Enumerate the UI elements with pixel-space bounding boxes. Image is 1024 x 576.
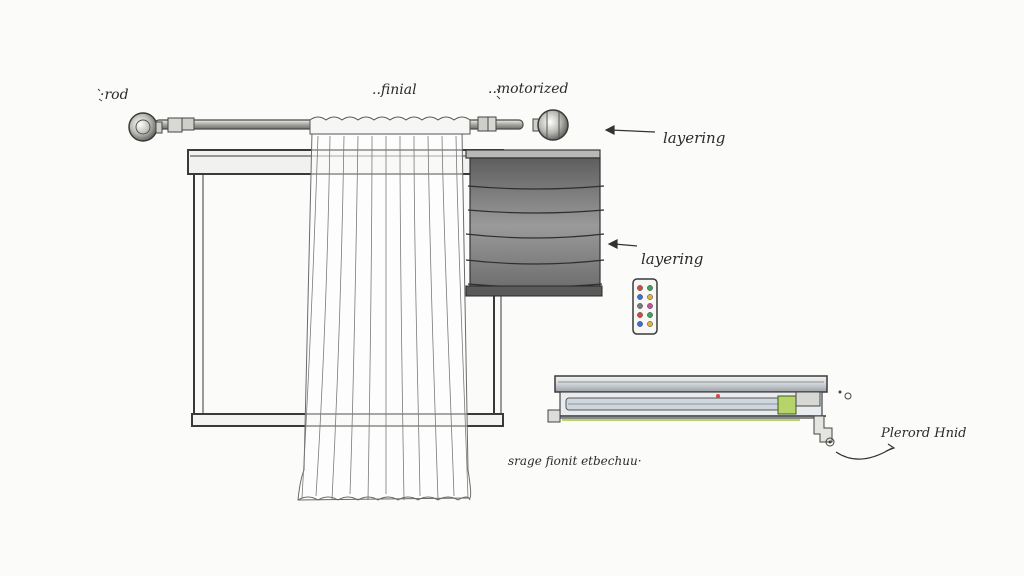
label-finial: ..finial (372, 82, 417, 98)
left-finial (128, 112, 163, 142)
remote-button (637, 294, 643, 300)
motorized-track (547, 375, 852, 447)
remote-control (632, 278, 658, 335)
label-motor-note: srage fionit etbechuu· (508, 454, 642, 468)
remote-button (647, 312, 653, 318)
track-note-arrow (835, 443, 896, 460)
remote-button (637, 312, 643, 318)
label-rod: ·rod (100, 87, 129, 103)
remote-button (647, 285, 653, 291)
sheer-curtain (297, 116, 472, 501)
remote-button (647, 303, 653, 309)
label-motorized: ..motorized (488, 81, 569, 97)
remote-button (637, 321, 643, 327)
label-track-note: Plerord Hnid (881, 426, 967, 441)
right-finial (532, 109, 569, 141)
remote-button (647, 294, 653, 300)
label-layering-mid: layering (641, 250, 704, 268)
remote-button (647, 321, 653, 327)
roman-shade (465, 149, 605, 297)
label-layering-top: layering (663, 129, 726, 147)
remote-button (637, 303, 643, 309)
label-leaders (97, 88, 501, 102)
remote-button (637, 285, 643, 291)
remote-buttons (637, 285, 653, 327)
layering-arrows (604, 125, 656, 249)
